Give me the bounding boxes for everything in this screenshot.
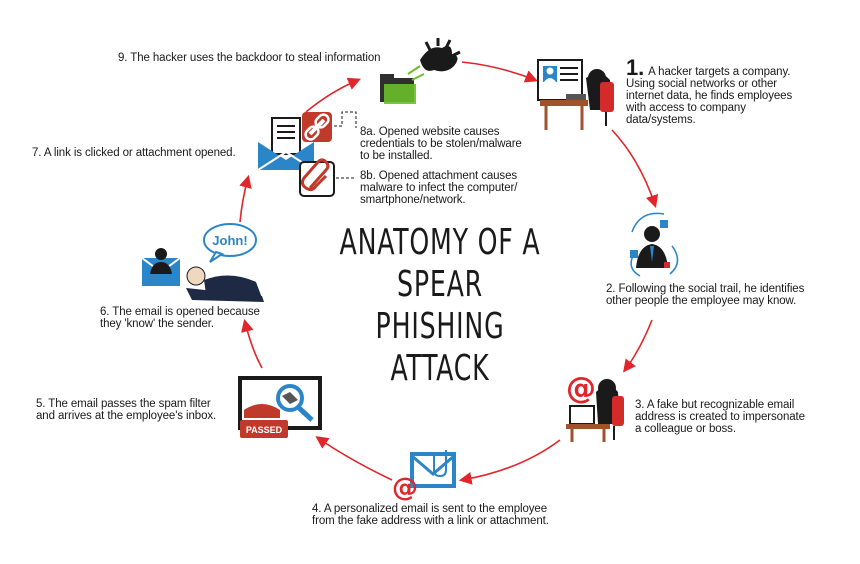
hacker-hand-folder-icon (380, 38, 461, 104)
step-4-label: 4. A personalized email is sent to the e… (312, 503, 549, 527)
arrow-4-to-5 (315, 436, 393, 481)
chain-link-icon (302, 112, 332, 142)
step-9-label: 9. The hacker uses the backdoor to steal… (118, 52, 381, 64)
step-8a-label: 8a. Opened website causes credentials to… (360, 126, 522, 162)
hacker-at-computer-icon (537, 59, 614, 130)
envelope-with-at-sign-icon: @ (392, 450, 456, 503)
arrow-1-to-2 (611, 129, 659, 209)
svg-text:@: @ (392, 473, 418, 503)
arrow-6-to-7 (239, 174, 252, 223)
social-network-icon (630, 212, 679, 277)
dashed-connectors (334, 111, 357, 179)
cycle-arrows (239, 61, 659, 485)
step-8b-label: 8b. Opened attachment causes malware to … (360, 170, 518, 206)
svg-text:@: @ (566, 371, 596, 406)
arrow-9-to-1 (461, 61, 538, 83)
step-6-label: 6. The email is opened because they 'kno… (100, 306, 260, 330)
arrow-3-to-4 (458, 439, 561, 485)
arrow-7-to-9 (305, 77, 361, 113)
paperclip-icon (299, 158, 335, 197)
email-opened-icon (141, 223, 264, 302)
spam-filter-passed-icon (238, 376, 322, 438)
step-7-label: 7. A link is clicked or attachment opene… (32, 147, 236, 159)
title-line-2: PHISHING ATTACK (375, 306, 505, 389)
step-1-number: 1. (626, 55, 645, 80)
arrow-5-to-6 (241, 318, 263, 369)
diagram-title: ANATOMY OF A SPEAR PHISHING ATTACK (295, 222, 585, 390)
step-2-label: 2. Following the social trail, he identi… (606, 283, 805, 307)
speech-bubble-text: John! (212, 233, 247, 248)
step-5-label: 5. The email passes the spam filter and … (36, 398, 217, 422)
stamp-text: PASSED (246, 425, 283, 435)
hacker-with-email-icon: @ (566, 371, 624, 442)
arrow-2-to-3 (623, 319, 653, 373)
step-3-label: 3. A fake but recognizable email address… (635, 399, 805, 435)
step-1-label: 1. A hacker targets a company. Using soc… (626, 55, 793, 127)
title-line-1: ANATOMY OF A SPEAR (339, 222, 541, 305)
